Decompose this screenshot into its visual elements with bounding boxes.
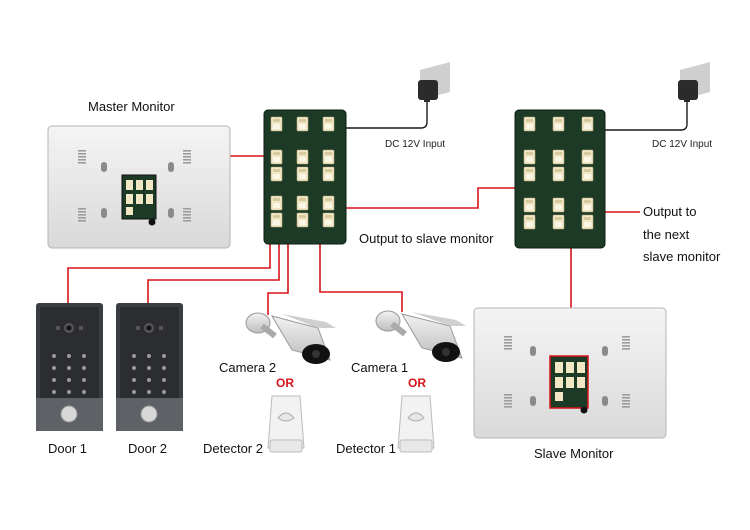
label-dc-input-1: DC 12V Input bbox=[385, 139, 446, 150]
wire-board-to-slave-board bbox=[340, 187, 523, 209]
label-detector-2: Detector 2 bbox=[203, 441, 263, 456]
detector-icon bbox=[267, 395, 305, 453]
label-output-to-slave: Output to slave monitor bbox=[359, 231, 494, 246]
camera-icon bbox=[375, 310, 466, 362]
label-or-right: OR bbox=[408, 376, 426, 390]
label-dc-input-2: DC 12V Input bbox=[652, 139, 713, 150]
door-station bbox=[36, 303, 103, 431]
label-detector-1: Detector 1 bbox=[336, 441, 396, 456]
label-output-next-line2: the next bbox=[643, 227, 690, 242]
wire-door2 bbox=[147, 232, 280, 303]
power-adapter-icon bbox=[418, 62, 450, 102]
label-output-next-line3: slave monitor bbox=[643, 249, 721, 264]
distribution-board bbox=[263, 109, 347, 245]
label-door-2: Door 2 bbox=[128, 441, 168, 456]
door-station bbox=[116, 303, 183, 431]
wire-camera1 bbox=[319, 232, 403, 312]
distribution-board bbox=[514, 109, 606, 249]
detector-icon bbox=[397, 395, 435, 453]
label-camera-1: Camera 1 bbox=[351, 360, 409, 375]
camera-icon bbox=[245, 312, 336, 364]
label-or-left: OR bbox=[276, 376, 294, 390]
label-camera-2: Camera 2 bbox=[219, 360, 277, 375]
wire-camera2 bbox=[267, 232, 289, 315]
label-output-next-line1: Output to bbox=[643, 204, 697, 219]
dc-wires bbox=[340, 98, 688, 131]
label-door-1: Door 1 bbox=[48, 441, 88, 456]
power-adapter-icon bbox=[678, 62, 710, 102]
wire-door1 bbox=[67, 232, 271, 303]
slave-monitor bbox=[473, 307, 667, 439]
master-monitor bbox=[47, 125, 231, 249]
label-master-monitor: Master Monitor bbox=[88, 99, 175, 114]
wires bbox=[67, 155, 640, 362]
label-slave-monitor: Slave Monitor bbox=[534, 446, 614, 461]
